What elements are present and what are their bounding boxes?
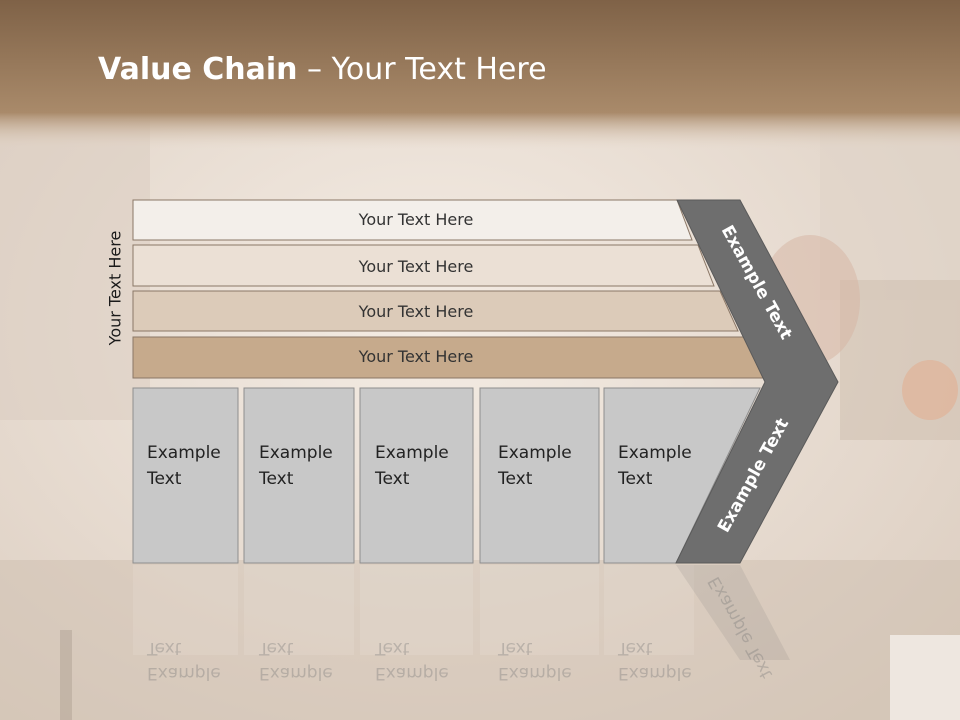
box-2-text: Example Text [259, 440, 333, 492]
box-2-reflected-line2: Text [258, 638, 294, 658]
box-5-reflection [604, 565, 694, 655]
box-3-text: Example Text [375, 440, 449, 492]
box-2-reflection [244, 565, 354, 655]
box-2-line2: Text [259, 469, 294, 489]
band-4-label: Your Text Here [358, 347, 474, 366]
box-1-reflection [133, 565, 238, 655]
box-1-line1: Example [147, 443, 221, 463]
chevron-reflection [676, 565, 790, 660]
box-4-reflection [480, 565, 599, 655]
box-4-text: Example Text [498, 440, 572, 492]
box-4[interactable] [479, 387, 600, 564]
band-3-shape [132, 290, 739, 332]
margin-chevron[interactable] [675, 199, 839, 564]
box-2-reflected-line1: Example [259, 663, 333, 683]
band-3-label: Your Text Here [358, 302, 474, 321]
box-1-reflected-line2: Text [146, 638, 182, 658]
box-1-reflected-line1: Example [147, 663, 221, 683]
reflection [133, 565, 790, 660]
box-4-reflected-line1: Example [498, 663, 572, 683]
band-4[interactable]: Your Text Here [132, 336, 764, 379]
band-2-shape [132, 244, 715, 287]
box-3-line1: Example [375, 443, 449, 463]
band-1[interactable]: Your Text Here [132, 199, 693, 241]
box-3-reflected-line1: Example [375, 663, 449, 683]
title-rest: – Your Text Here [297, 52, 547, 87]
box-4-line2: Text [498, 469, 533, 489]
box-4-reflected-line2: Text [497, 638, 533, 658]
box-2[interactable] [243, 387, 355, 564]
title-bold: Value Chain [98, 52, 298, 87]
band-1-shape [132, 199, 693, 241]
box-5-line1: Example [618, 443, 692, 463]
box-3-reflected-line2: Text [374, 638, 410, 658]
box-1[interactable] [132, 387, 239, 564]
box-4-line1: Example [498, 443, 572, 463]
band-2[interactable]: Your Text Here [132, 244, 715, 287]
slide-title: Value Chain – Your Text Here [98, 52, 547, 87]
box-1-line2: Text [147, 469, 182, 489]
box-5-line2: Text [618, 469, 653, 489]
box-2-line1: Example [259, 443, 333, 463]
box-5-reflected-line1: Example [618, 663, 692, 683]
box-5-text: Example Text [618, 440, 692, 492]
box-5-reflected-line2: Text [617, 638, 653, 658]
band-1-label: Your Text Here [358, 210, 474, 229]
box-3[interactable] [359, 387, 474, 564]
box-3-line2: Text [375, 469, 410, 489]
band-3[interactable]: Your Text Here [132, 290, 739, 332]
box-3-reflection [360, 565, 473, 655]
band-2-label: Your Text Here [358, 257, 474, 276]
box-1-text: Example Text [147, 440, 221, 492]
